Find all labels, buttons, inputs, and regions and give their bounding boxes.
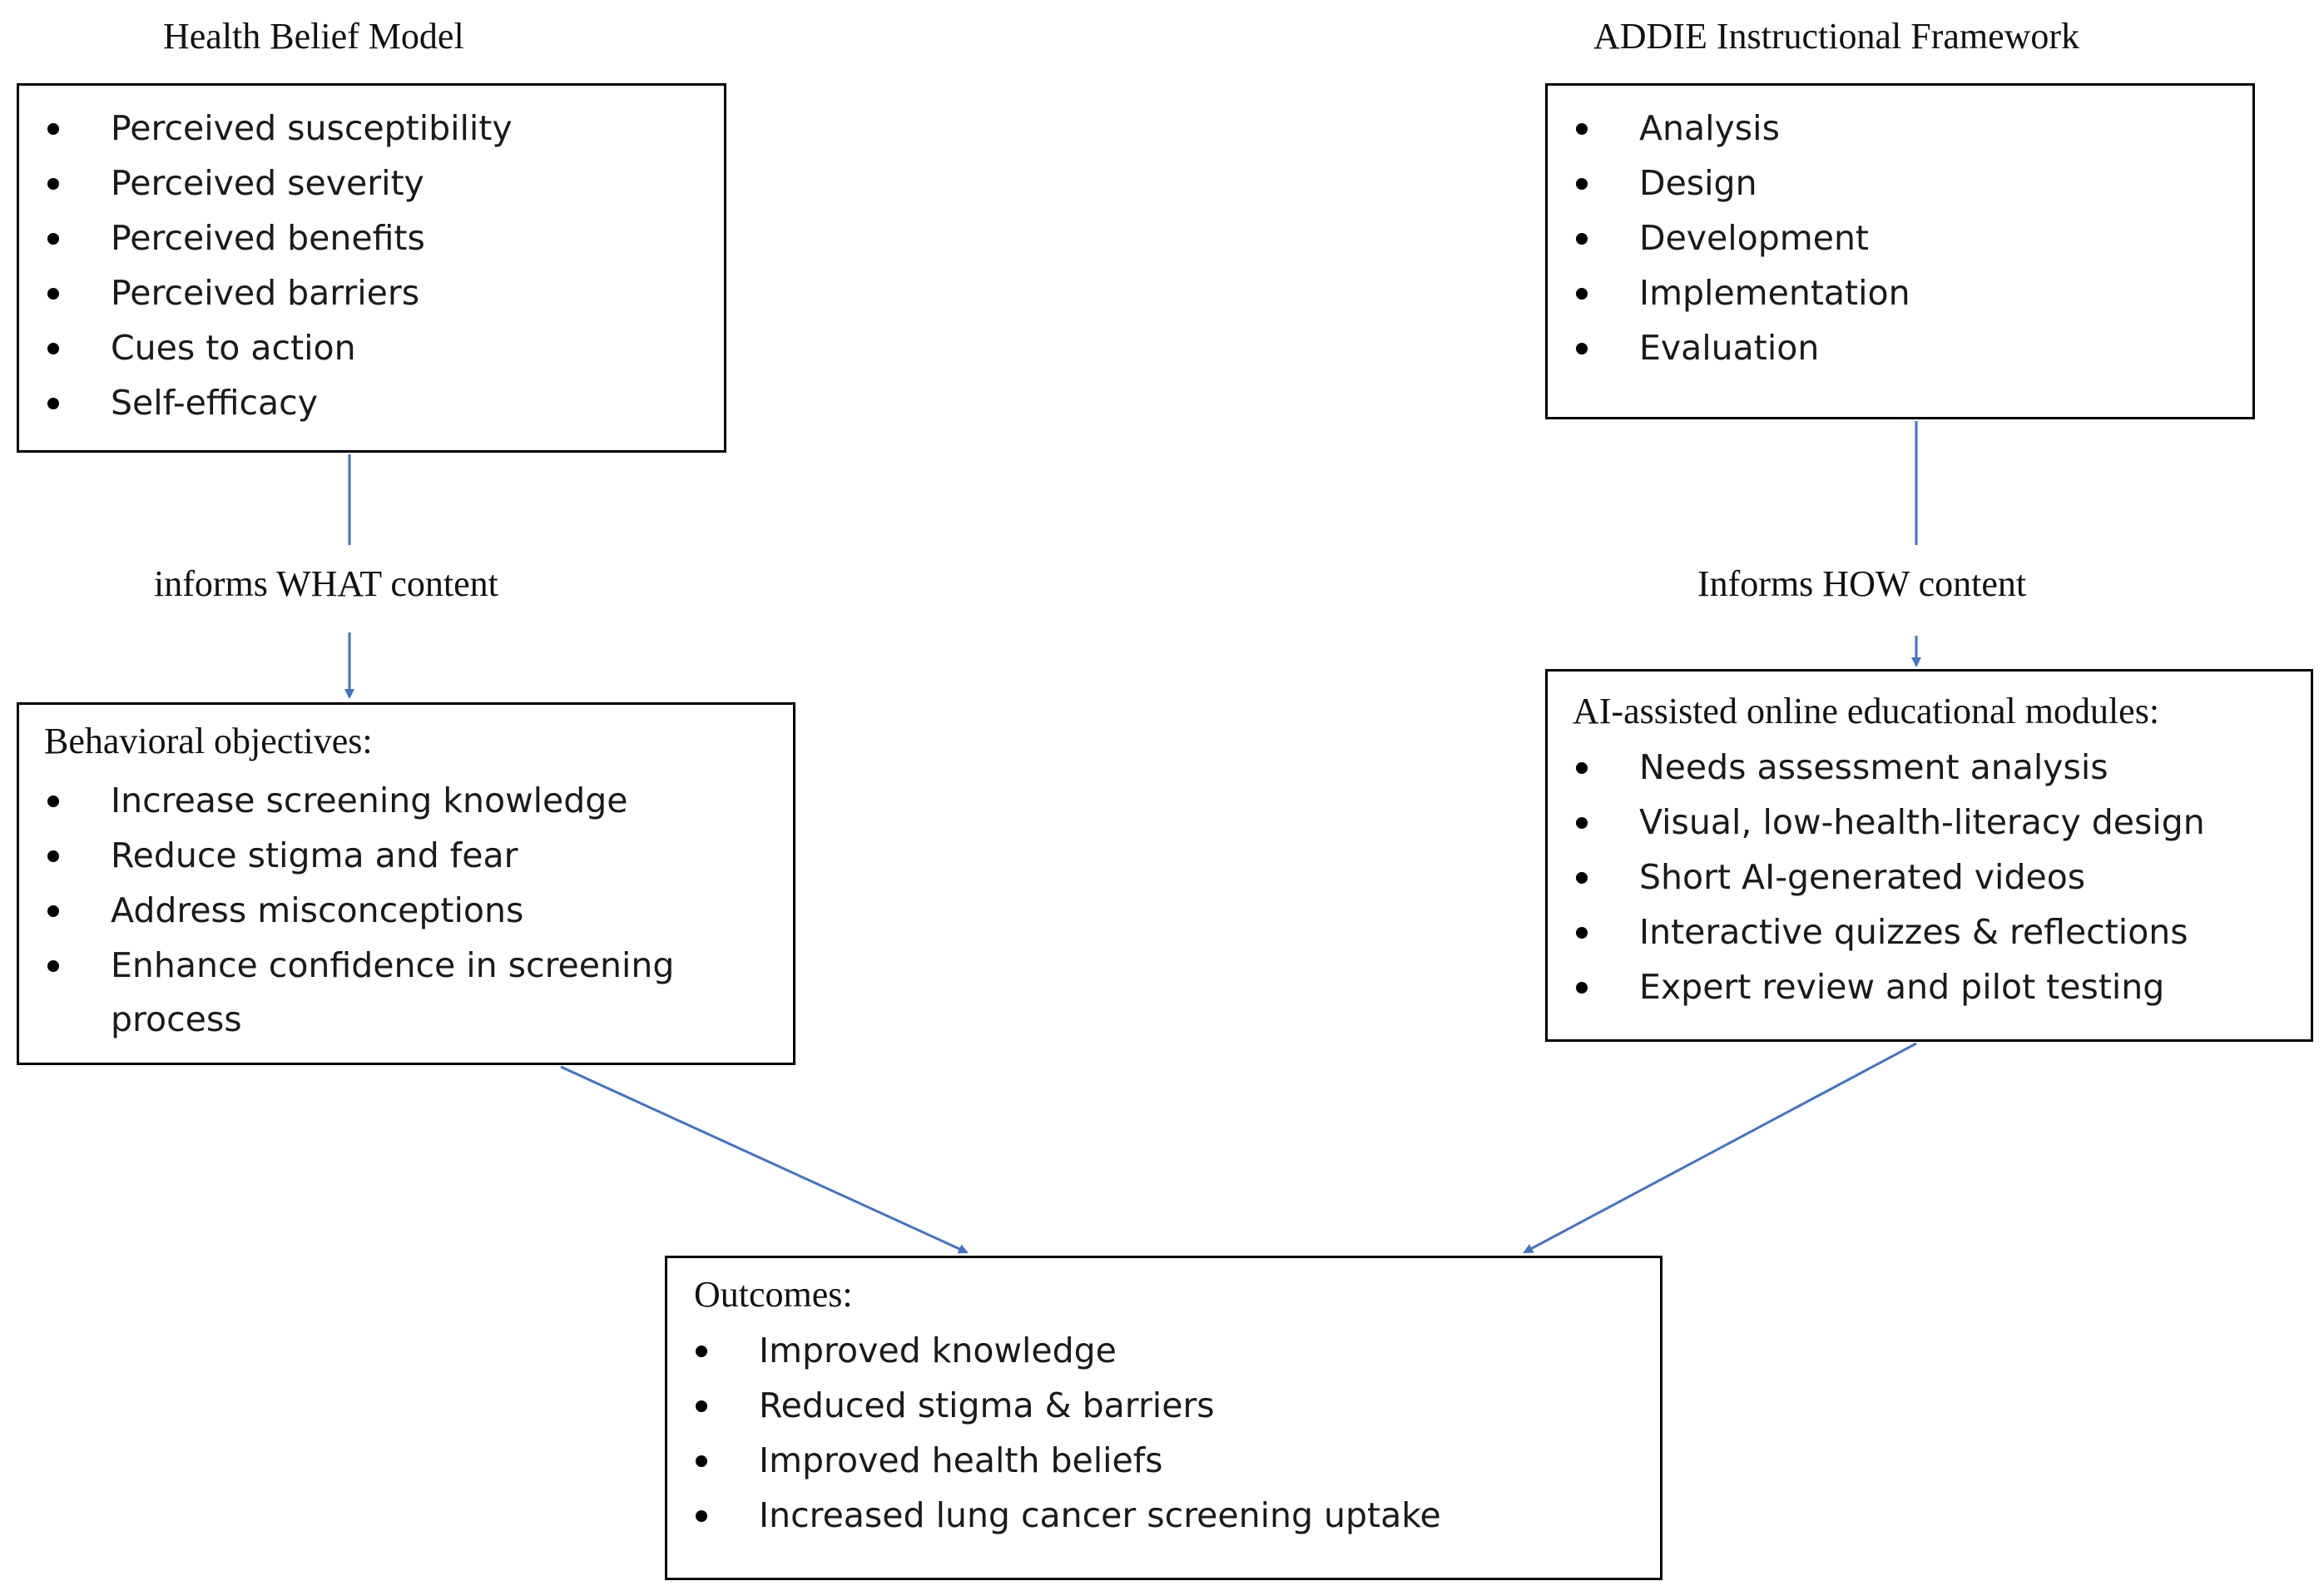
list-item: Evaluation	[1573, 320, 1910, 375]
list-item: Visual, low-health-literacy design	[1573, 795, 2205, 850]
list-item: Needs assessment analysis	[1573, 740, 2205, 795]
outcomes-title: Outcomes:	[694, 1274, 853, 1315]
list-item: Reduced stigma & barriers	[692, 1378, 1441, 1433]
list-item: Implementation	[1573, 265, 1910, 320]
list-item-line: Enhance confidence in screening	[111, 945, 675, 985]
list-item: Increase screening knowledge	[44, 773, 674, 828]
modules-to-outcomes-arrow	[1523, 1042, 1917, 1254]
hbm-list: Perceived susceptibility Perceived sever…	[44, 101, 513, 430]
list-item: Perceived susceptibility	[44, 101, 513, 156]
list-item-line: process	[111, 999, 242, 1039]
addie-heading: ADDIE Instructional Framework	[1593, 16, 2080, 57]
objectives-title: Behavioral objectives:	[44, 721, 373, 761]
list-item: Increased lung cancer screening uptake	[692, 1488, 1441, 1543]
list-item: Enhance confidence in screening process	[44, 938, 674, 1046]
list-item: Interactive quizzes & reflections	[1573, 905, 2205, 959]
list-item: Cues to action	[44, 320, 513, 375]
hbm-box: Perceived susceptibility Perceived sever…	[17, 83, 726, 453]
outcomes-box: Outcomes: Improved knowledge Reduced sti…	[665, 1256, 1662, 1580]
addie-box: Analysis Design Development Implementati…	[1545, 83, 2255, 419]
list-item: Address misconceptions	[44, 883, 674, 938]
addie-list: Analysis Design Development Implementati…	[1573, 101, 1910, 375]
list-item: Improved health beliefs	[692, 1433, 1441, 1488]
list-item: Perceived benefits	[44, 211, 513, 265]
list-item: Improved knowledge	[692, 1323, 1441, 1378]
modules-title: AI-assisted online educational modules:	[1573, 691, 2160, 731]
objectives-box: Behavioral objectives: Increase screenin…	[17, 702, 795, 1065]
list-item: Self-efficacy	[44, 375, 513, 430]
list-item: Perceived barriers	[44, 265, 513, 320]
modules-list: Needs assessment analysis Visual, low-he…	[1573, 740, 2205, 1014]
outcomes-list: Improved knowledge Reduced stigma & barr…	[692, 1323, 1441, 1543]
hbm-heading: Health Belief Model	[163, 16, 464, 57]
list-item: Reduce stigma and fear	[44, 828, 674, 883]
list-item: Expert review and pilot testing	[1573, 959, 2205, 1014]
list-item: Analysis	[1573, 101, 1910, 156]
objectives-to-outcomes-arrow	[560, 1065, 969, 1254]
list-item: Design	[1573, 156, 1910, 211]
modules-box: AI-assisted online educational modules: …	[1545, 669, 2313, 1042]
list-item: Perceived severity	[44, 156, 513, 211]
list-item: Development	[1573, 211, 1910, 265]
informs-what-label: informs WHAT content	[154, 563, 498, 604]
informs-how-label: Informs HOW content	[1697, 563, 2027, 604]
list-item: Short AI-generated videos	[1573, 850, 2205, 905]
objectives-list: Increase screening knowledge Reduce stig…	[44, 773, 674, 1046]
